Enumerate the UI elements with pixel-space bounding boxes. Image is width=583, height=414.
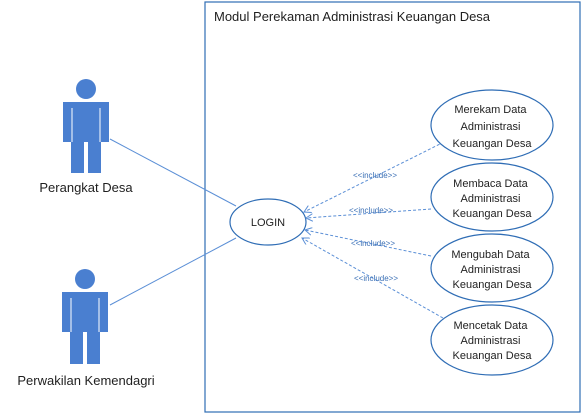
actor-body [63, 102, 109, 142]
use-case-login-label: LOGIN [251, 217, 285, 229]
use-case-membaca-label: Membaca Data Administrasi Keuangan Desa [453, 178, 533, 220]
actor-right-leg [88, 142, 101, 173]
actor-right-leg [87, 332, 100, 364]
actor-perwakilan-kemendagri [62, 269, 108, 364]
use-case-merekam-label: Merekam Data Administrasi Keuangan Desa [453, 104, 533, 150]
use-case-mengubah-label: Mengubah Data Administrasi Keuangan Desa [451, 249, 532, 291]
use-case-login [229, 198, 307, 246]
actor-left-leg [71, 142, 84, 173]
actor-label-perwakilan-kemendagri: Perwakilan Kemendagri [17, 373, 154, 388]
actor-perangkat-desa [63, 79, 109, 173]
actor-left-leg [70, 332, 83, 364]
include-label-membaca: <<include>> [349, 206, 393, 215]
use-case-mencetak-label: Mencetak Data Administrasi Keuangan Desa [453, 320, 533, 362]
use-case-mencetak [430, 304, 554, 376]
include-line-membaca [306, 208, 432, 218]
actor-label-perangkat-desa: Perangkat Desa [39, 180, 133, 195]
use-case-mengubah [430, 233, 554, 303]
actor-body [62, 292, 108, 332]
include-label-merekam: <<include>> [353, 171, 397, 180]
association-perwakilan-kemendagri [109, 237, 237, 306]
actor-head [75, 269, 95, 289]
system-boundary [204, 1, 581, 413]
include-line-mengubah [305, 230, 432, 257]
include-line-merekam [304, 141, 445, 212]
use-case-merekam [430, 89, 554, 161]
include-line-mencetak [302, 238, 444, 319]
include-label-mengubah: <<include>> [351, 239, 395, 248]
system-title: Modul Perekaman Administrasi Keuangan De… [214, 9, 491, 24]
include-label-mencetak: <<include>> [354, 274, 398, 283]
actor-head [76, 79, 96, 99]
association-perangkat-desa [109, 138, 237, 207]
use-case-membaca [430, 162, 554, 232]
